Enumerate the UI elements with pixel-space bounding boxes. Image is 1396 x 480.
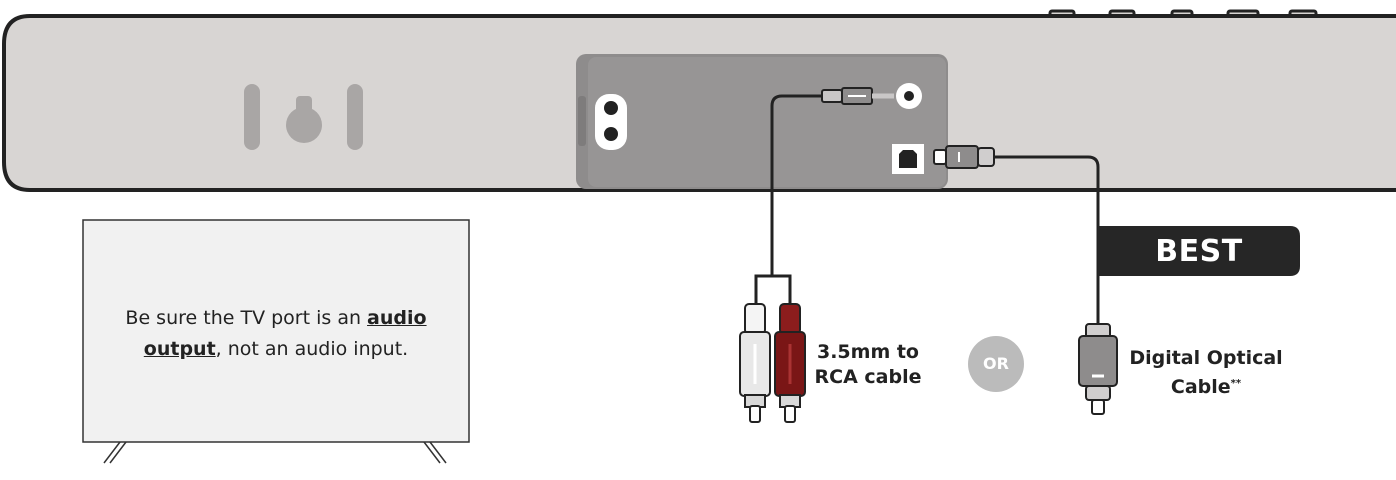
note-emphasis-audio: audio	[367, 307, 427, 329]
aux-plug-soundbar	[821, 87, 894, 105]
rca-plug-red	[774, 303, 806, 423]
rca-plug-white	[739, 303, 771, 423]
tv-port-note: Be sure the TV port is an audio output, n…	[85, 303, 467, 365]
best-badge-label: BEST	[1155, 234, 1243, 269]
optical-cable-label-line2: Cable**	[1118, 371, 1294, 400]
cables	[754, 94, 1100, 326]
optical-cable-word: Cable	[1170, 376, 1231, 398]
note-emphasis-output: output	[143, 338, 216, 360]
or-label: OR	[983, 354, 1009, 373]
optical-plug-tv	[1078, 323, 1118, 415]
tv	[82, 219, 470, 464]
best-badge-bg	[1098, 226, 1300, 276]
rca-cable-label-line2: RCA cable	[814, 366, 922, 388]
rca-cable-label: 3.5mm to RCA cable	[808, 340, 928, 390]
optical-port	[892, 144, 924, 174]
optical-cable-label-line1: Digital Optical	[1129, 347, 1283, 369]
power-port	[595, 94, 627, 150]
note-text-start: Be sure the TV port is an	[125, 307, 368, 329]
optical-cable-label: Digital Optical Cable**	[1118, 346, 1294, 400]
rca-cable-label-line1: 3.5mm to	[816, 341, 919, 363]
aux-port	[896, 83, 922, 109]
wall-mount-slots	[244, 84, 363, 150]
note-text-end: , not an audio input.	[215, 338, 409, 360]
footnote-mark: **	[1230, 378, 1242, 389]
or-circle	[968, 336, 1024, 392]
optical-plug-soundbar	[933, 145, 995, 169]
